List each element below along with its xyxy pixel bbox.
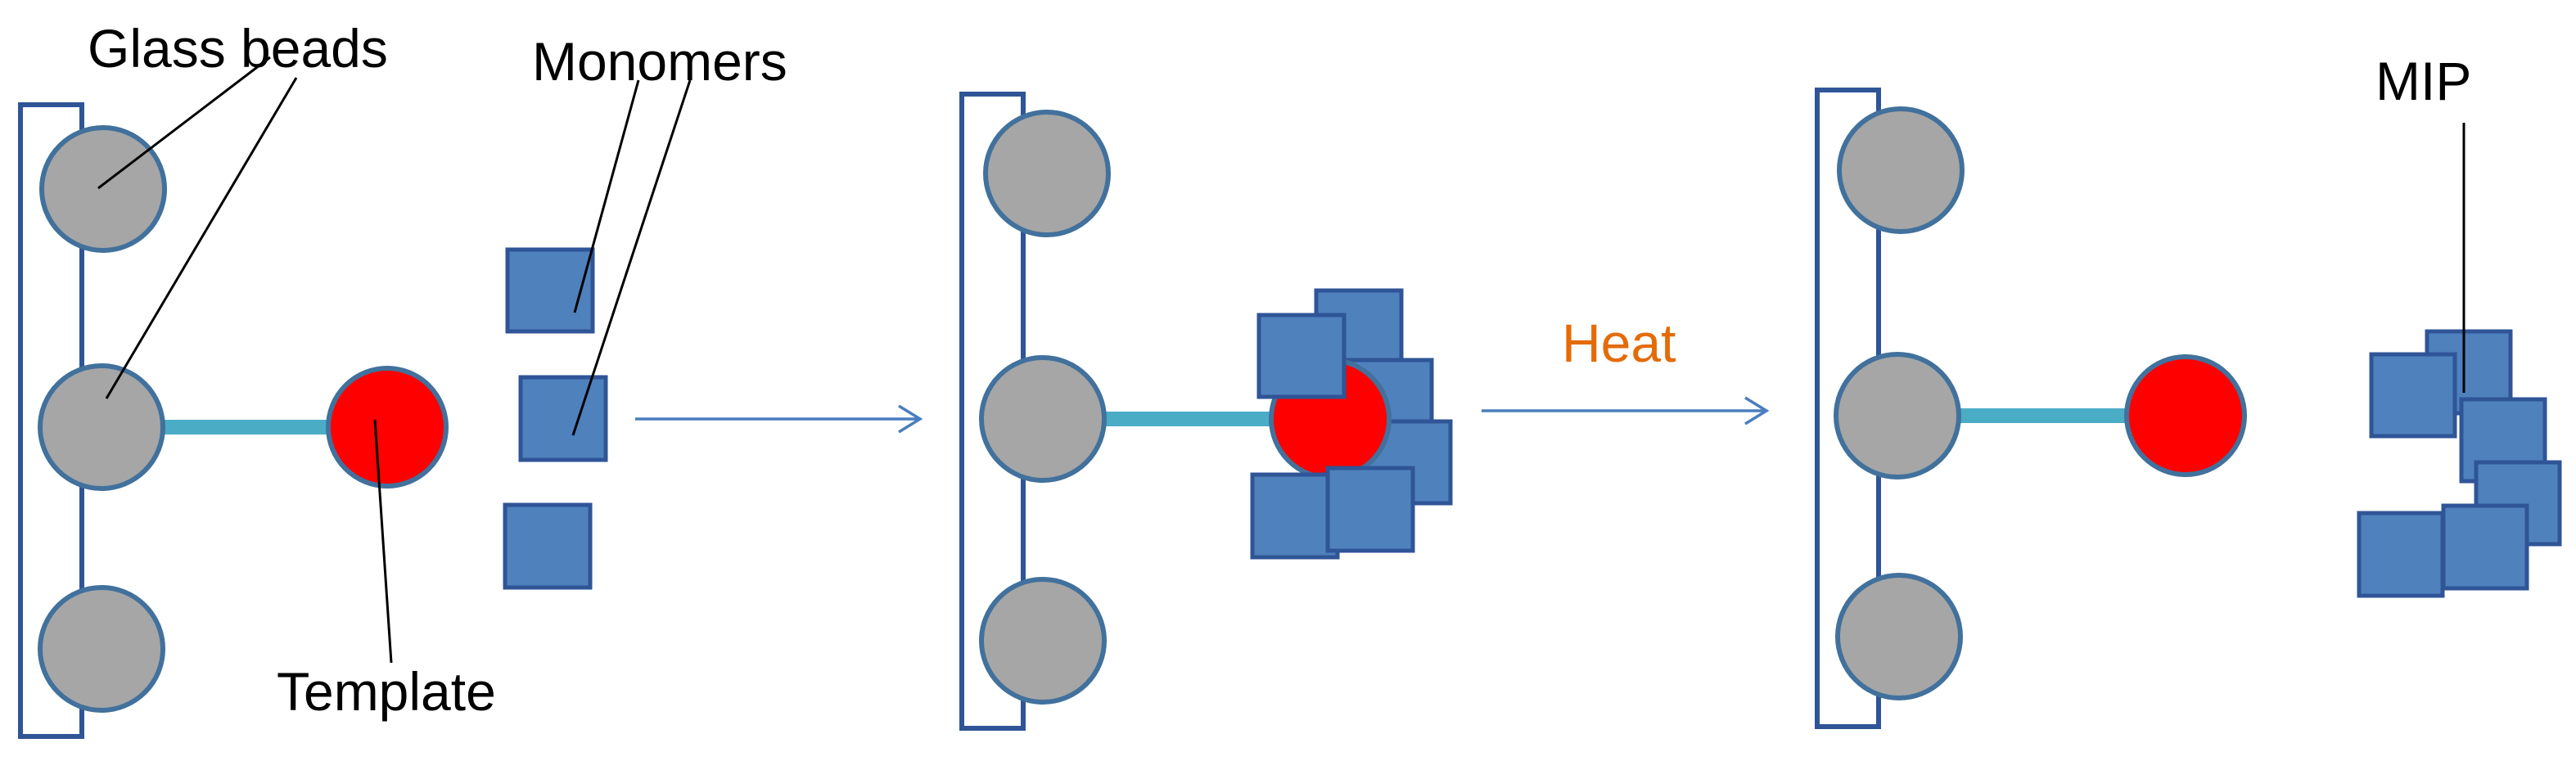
pointer-line	[573, 79, 640, 313]
glass-bead	[38, 585, 165, 713]
monomer	[2357, 511, 2445, 598]
glass-beads-label: Glass beads	[88, 18, 388, 79]
heat-label: Heat	[1562, 313, 1676, 373]
monomer	[1325, 466, 1415, 553]
glass-bead	[38, 363, 165, 491]
monomer	[1256, 313, 1347, 399]
mip-polymer	[2357, 329, 2562, 598]
stage-1: Glass beads Monomers Template	[18, 18, 787, 739]
stage-3: MIP	[1815, 51, 2562, 729]
glass-bead	[39, 125, 167, 253]
pointer-line	[97, 56, 271, 190]
monomers-label: Monomers	[532, 31, 787, 92]
monomer	[1250, 472, 1340, 560]
mip-label: MIP	[2375, 51, 2471, 111]
monomer	[2441, 503, 2529, 591]
glass-bead	[979, 577, 1107, 705]
monomer	[2369, 352, 2457, 439]
glass-bead	[1834, 352, 1961, 480]
stage-2	[959, 92, 1453, 731]
pointer-line	[373, 419, 393, 664]
glass-bead	[979, 355, 1107, 483]
glass-bead	[1837, 106, 1965, 234]
process-arrow	[635, 404, 923, 434]
heat-arrow	[1482, 396, 1770, 426]
template-molecule	[2124, 354, 2247, 477]
monomer	[518, 375, 608, 462]
monomer	[503, 502, 593, 590]
template-molecule	[326, 366, 449, 489]
template-monomer-complex	[1250, 288, 1453, 560]
pointer-line	[105, 77, 298, 399]
template-label: Template	[277, 661, 496, 722]
glass-bead	[983, 110, 1111, 237]
glass-bead	[1835, 573, 1963, 700]
pointer-line	[571, 79, 692, 436]
monomer	[505, 247, 595, 334]
